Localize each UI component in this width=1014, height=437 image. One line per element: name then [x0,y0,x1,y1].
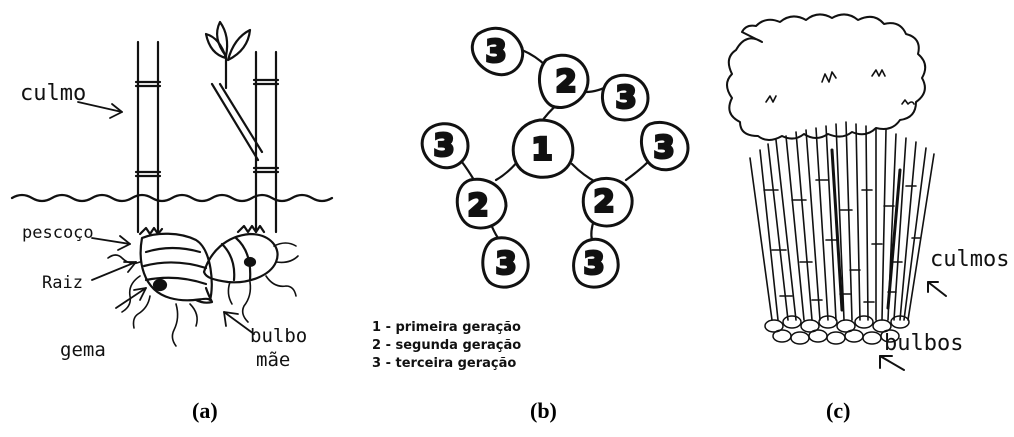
node-3-left-label: 3 [434,129,455,164]
node-generation-2-right: 2 [581,177,634,228]
caption-b: (b) [530,398,557,423]
node-3-right-label: 3 [654,131,675,166]
node-generation-2-top: 2 [537,53,590,109]
node-3-topleft-label: 3 [486,35,507,70]
legend-item-2: 2 - segunda geração [372,338,522,353]
right-culm [204,20,280,234]
panel-b-tree: 1 2 2 2 3 3 3 3 [420,26,690,289]
left-bulb [138,226,214,304]
left-culm [134,40,162,234]
culm-bundle [749,121,935,321]
panel-c-arrows [879,281,947,371]
node-2-top-label: 2 [556,65,577,100]
node-3-bottomleft-label: 3 [496,247,517,282]
node-generation-1: 1 [511,118,575,179]
caption-c: (c) [826,398,851,423]
label-culmo: culmo [20,81,86,106]
panel-a-drawing [10,20,334,347]
culm-dark-strokes [830,148,902,312]
bulb-cluster [764,315,910,345]
label-raiz: Raiz [42,273,83,293]
node-3-bottomright-label: 3 [584,247,605,282]
label-culmos: culmos [930,247,1009,272]
node-1-label: 1 [532,133,553,168]
caption-a: (a) [192,398,218,423]
label-mae: mãe [256,349,290,371]
label-bulbo: bulbo [250,325,307,347]
node-2-right-label: 2 [594,185,615,220]
legend-item-1: 1 - primeira geração [372,320,521,335]
node-2-left-label: 2 [468,189,489,224]
ground-line [10,193,334,203]
panel-c-drawing [726,13,947,371]
canopy-scribbles [765,69,915,105]
label-bulbos: bulbos [884,331,963,356]
node-generation-3-topleft: 3 [470,26,525,77]
node-3-topright-label: 3 [616,81,637,116]
legend-item-3: 3 - terceira geração [372,356,517,371]
node-generation-3-bottomleft: 3 [481,236,530,289]
panel-a-arrows [77,101,255,335]
node-generation-3-left: 3 [420,122,470,170]
roots [107,242,299,347]
node-generation-3-bottomright: 3 [572,237,620,289]
label-gema: gema [60,339,106,361]
node-generation-3-topright: 3 [601,73,650,122]
right-bulb [202,224,279,284]
label-pescoco: pescoço [22,223,94,243]
node-generation-2-left: 2 [455,177,508,230]
node-generation-3-right: 3 [639,121,690,172]
